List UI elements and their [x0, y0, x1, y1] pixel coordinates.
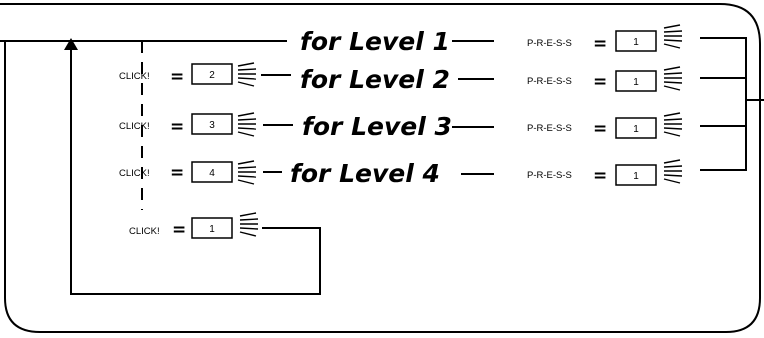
level-4-label: for Level 4 — [290, 159, 440, 188]
click-count: 3 — [209, 120, 215, 131]
click-row-level-3: CLICK! = 3 — [119, 112, 293, 137]
equals-sign: = — [593, 72, 607, 92]
press-burst-icon — [663, 24, 683, 49]
press-burst-icon — [663, 66, 683, 91]
press-burst-icon — [237, 62, 257, 87]
press-label: P-R-E-S-S — [527, 170, 572, 181]
return-arrow-head — [64, 38, 78, 50]
level-1-label: for Level 1 — [300, 27, 450, 56]
press-count: 1 — [633, 124, 639, 135]
equals-sign: = — [593, 166, 607, 186]
click-label: CLICK! — [119, 71, 150, 82]
click-row-level-2: CLICK! = 2 — [119, 62, 291, 87]
press-row-level-2: P-R-E-S-S = 1 — [527, 66, 683, 92]
press-count: 1 — [633, 77, 639, 88]
click-count-box — [191, 161, 233, 183]
click-count: 1 — [209, 224, 215, 235]
click-label: CLICK! — [119, 168, 150, 179]
equals-sign: = — [172, 220, 186, 240]
click-count: 4 — [209, 168, 215, 179]
diagram-frame — [0, 3, 761, 333]
press-burst-icon — [237, 112, 257, 137]
equals-sign: = — [170, 67, 184, 87]
press-count: 1 — [633, 171, 639, 182]
press-burst-icon — [663, 159, 683, 184]
click-row-level-4: CLICK! = 4 — [119, 160, 282, 185]
press-count-box — [615, 70, 657, 92]
press-burst-icon — [237, 160, 257, 185]
press-row-level-3: P-R-E-S-S = 1 — [527, 112, 683, 139]
press-label: P-R-E-S-S — [527, 76, 572, 87]
click-label: CLICK! — [119, 121, 150, 132]
press-label: P-R-E-S-S — [527, 38, 572, 49]
level-2-label: for Level 2 — [300, 65, 450, 94]
press-merge-bracket — [700, 37, 747, 171]
click-count-box — [191, 63, 233, 85]
click-count: 2 — [209, 70, 215, 81]
return-loop-line — [70, 44, 321, 295]
click-label: CLICK! — [129, 226, 160, 237]
press-row-level-1: P-R-E-S-S = 1 — [527, 24, 683, 54]
press-count-box — [615, 164, 657, 186]
press-row-level-4: P-R-E-S-S = 1 — [527, 159, 683, 186]
press-burst-icon — [663, 112, 683, 137]
click-count-box — [191, 113, 233, 135]
press-count: 1 — [633, 37, 639, 48]
click-row-return: CLICK! = 1 — [129, 212, 259, 240]
click-count-box — [191, 217, 233, 239]
equals-sign: = — [170, 117, 184, 137]
press-count-box — [615, 117, 657, 139]
equals-sign: = — [593, 34, 607, 54]
level-3-label: for Level 3 — [302, 112, 452, 141]
equals-sign: = — [170, 163, 184, 183]
press-label: P-R-E-S-S — [527, 123, 572, 134]
press-count-box — [615, 30, 657, 52]
equals-sign: = — [593, 119, 607, 139]
press-burst-icon — [239, 212, 259, 237]
